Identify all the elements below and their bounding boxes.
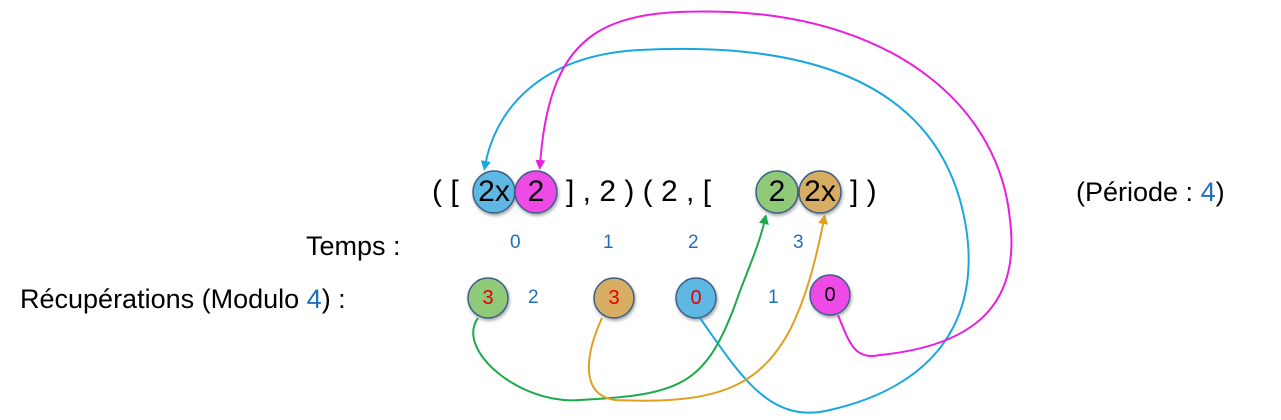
seq-close: ] ): [850, 175, 877, 208]
seq-item-2-magenta: 2: [527, 175, 545, 208]
arrow-blue: [480, 47, 970, 414]
time-label: Temps :: [306, 231, 401, 261]
recovery-item-1: 2: [528, 287, 539, 308]
recovery-circle-gold: [593, 277, 635, 319]
recovery-item-0: 3: [482, 287, 494, 309]
period-label: (Période : 4): [1076, 179, 1225, 206]
recovery-modulo-value: 4: [306, 284, 322, 314]
recovery-label: Récupérations (Modulo 4) :: [20, 286, 346, 313]
seq-open: ( [: [432, 175, 459, 208]
recovery-item-2: 3: [608, 287, 620, 309]
recovery-label-prefix: Récupérations (Modulo: [20, 284, 307, 314]
seq-circle-gold: [798, 170, 842, 214]
seq-item-2x-blue: 2x: [478, 175, 510, 208]
seq-item-2x-gold: 2x: [804, 175, 836, 208]
seq-circle-magenta: [514, 170, 558, 214]
time-tick-1: 1: [603, 232, 614, 253]
seq-item-2-green: 2: [768, 175, 786, 208]
period-value: 4: [1200, 177, 1216, 207]
time-tick-3: 3: [793, 232, 804, 253]
time-tick-0: 0: [510, 232, 521, 253]
recovery-label-suffix: ) :: [321, 284, 346, 314]
recovery-circle-magenta: [809, 274, 851, 316]
arrow-magenta: [535, 10, 1013, 357]
arrow-green: [472, 214, 769, 402]
recovery-circle-green: [467, 277, 509, 319]
arrow-gold: [587, 214, 828, 402]
recovery-item-3: 0: [690, 287, 702, 309]
seq-middle: ] , 2 ) ( 2 , [: [566, 175, 712, 208]
period-suffix: ): [1215, 177, 1225, 207]
recovery-item-4: 1: [768, 287, 779, 308]
recovery-circle-blue: [675, 277, 717, 319]
seq-circle-green: [755, 170, 799, 214]
time-tick-2: 2: [688, 232, 699, 253]
recovery-item-5: 0: [824, 284, 836, 306]
period-prefix: (Période :: [1076, 177, 1201, 207]
